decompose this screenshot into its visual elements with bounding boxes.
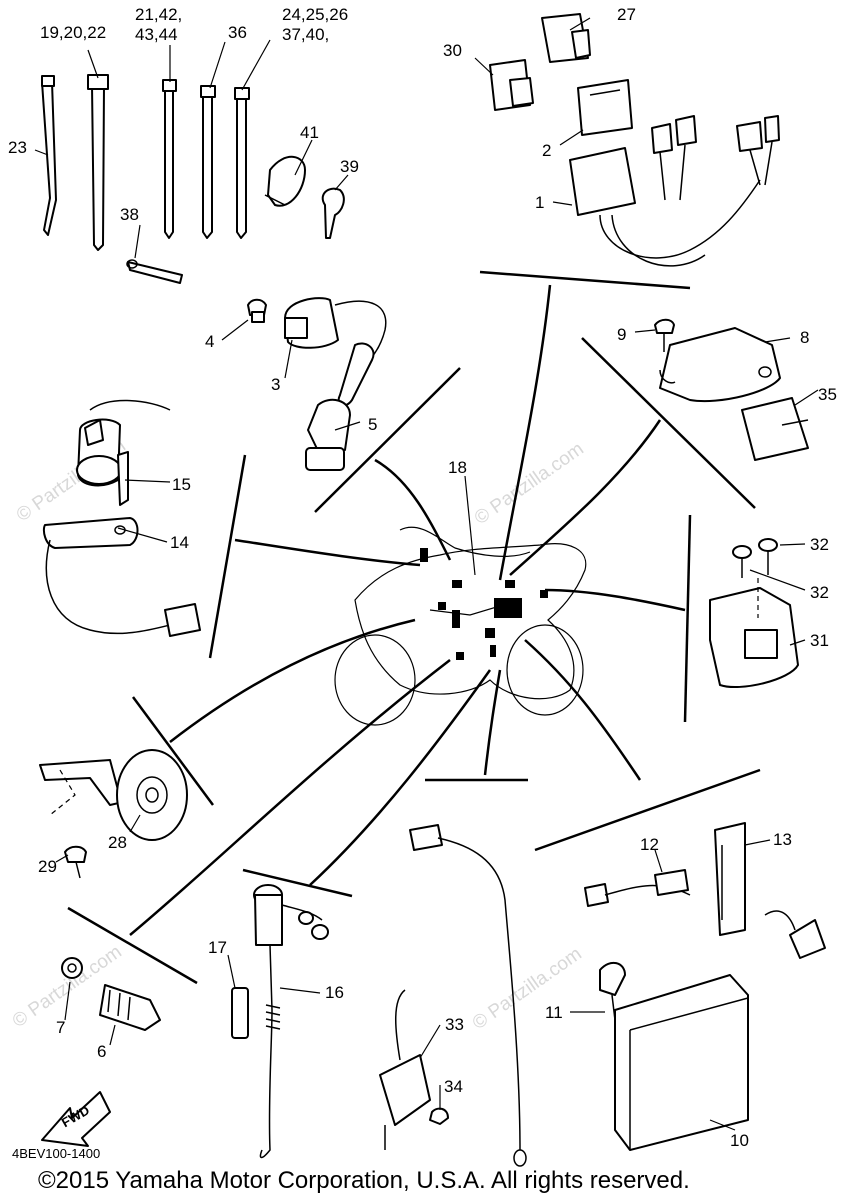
frame-ignition-coil	[314, 367, 461, 513]
frame-relay-group	[479, 270, 691, 290]
label-23: 23	[8, 138, 27, 157]
label-24-25-26: 24,25,26	[282, 5, 348, 24]
neutral-switch-group	[61, 957, 161, 1031]
ignition-coil-group	[247, 297, 387, 471]
label-7: 7	[56, 1018, 65, 1037]
label-3: 3	[271, 375, 280, 394]
label-9: 9	[617, 325, 626, 344]
frame-battery	[534, 768, 761, 852]
part-labels: 23 19,20,22 21,42, 43,44 36 24,25,26 37,…	[8, 5, 837, 1150]
frame-neutral-switch	[67, 906, 198, 985]
label-6: 6	[97, 1042, 106, 1061]
rectifier-group	[654, 318, 809, 461]
label-14: 14	[170, 533, 189, 552]
label-11: 11	[545, 1003, 563, 1022]
starter-relay-group	[709, 538, 799, 689]
label-5: 5	[368, 415, 377, 434]
label-35: 35	[818, 385, 837, 404]
label-10: 10	[730, 1131, 749, 1150]
label-32-b: 32	[810, 583, 829, 602]
label-17: 17	[208, 938, 227, 957]
frame-starter-relay	[683, 514, 692, 723]
harness-group	[379, 824, 527, 1167]
label-38: 38	[120, 205, 139, 224]
label-2: 2	[542, 141, 551, 160]
label-31: 31	[810, 631, 829, 650]
frame-main-switch	[208, 454, 247, 659]
label-16: 16	[325, 983, 344, 1002]
label-1: 1	[535, 193, 544, 212]
label-34: 34	[444, 1077, 463, 1096]
label-18: 18	[448, 458, 467, 477]
oil-sensor-group	[231, 884, 329, 1159]
label-43-44: 43,44	[135, 25, 178, 44]
main-switch-group	[42, 399, 201, 637]
label-27: 27	[617, 5, 636, 24]
motorcycle-outline	[334, 526, 587, 726]
label-32-a: 32	[810, 535, 829, 554]
horn-group	[39, 749, 188, 879]
label-28: 28	[108, 833, 127, 852]
diagram-code: 4BEV100-1400	[12, 1146, 100, 1161]
watermark-bottom-mid: © Partzilla.com	[469, 943, 586, 1034]
label-21-42: 21,42,	[135, 5, 182, 24]
callout-lines	[129, 284, 686, 936]
fwd-arrow: FWD	[41, 1091, 111, 1147]
battery-group	[584, 822, 826, 1151]
leader-lines	[34, 17, 819, 1131]
label-19-20-22: 19,20,22	[40, 23, 106, 42]
label-12: 12	[640, 835, 659, 854]
frame-oil-sensor	[242, 868, 353, 898]
label-8: 8	[800, 328, 809, 347]
section-frames	[67, 270, 761, 985]
watermark-mid: © Partzilla.com	[471, 438, 588, 529]
label-15: 15	[172, 475, 191, 494]
relay-cdi-group	[489, 13, 780, 267]
label-4: 4	[205, 332, 214, 351]
label-37-40: 37,40,	[282, 25, 329, 44]
frame-rectifier	[581, 337, 756, 509]
frame-horn	[131, 696, 215, 806]
label-29: 29	[38, 857, 57, 876]
label-41: 41	[300, 123, 319, 142]
label-13: 13	[773, 830, 792, 849]
copyright-notice: ©2015 Yamaha Motor Corporation, U.S.A. A…	[38, 1167, 690, 1194]
label-36: 36	[228, 23, 247, 42]
label-30: 30	[443, 41, 462, 60]
cable-tie-group	[41, 74, 345, 284]
label-33: 33	[445, 1015, 464, 1034]
label-39: 39	[340, 157, 359, 176]
